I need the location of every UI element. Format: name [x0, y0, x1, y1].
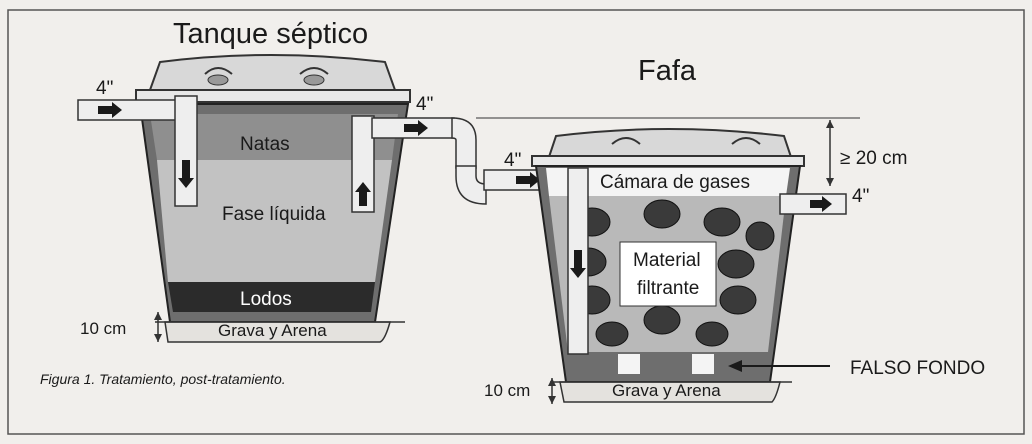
- label-lodos: Lodos: [240, 289, 292, 310]
- label-depth-left: 10 cm: [80, 319, 126, 338]
- label-pipe-transfer: 4": [416, 94, 433, 115]
- septic-tank-lid-hump-left: [204, 67, 233, 75]
- figure-caption: Figura 1. Tratamiento, post-tratamiento.: [40, 371, 286, 387]
- outlet-up-arrow: [355, 182, 371, 206]
- layer-liquid: [157, 160, 392, 282]
- layer-lodos: [168, 282, 375, 312]
- transfer-arrow: [404, 120, 428, 136]
- inlet-arrow: [98, 102, 122, 118]
- label-gravel-left: Grava y Arena: [218, 321, 327, 340]
- fafa-lid-hump-right: [731, 137, 761, 145]
- fafa-rim: [531, 155, 805, 167]
- label-depth-right: 10 cm: [484, 381, 530, 400]
- septic-tank-rim: [135, 89, 411, 103]
- fafa-lid: [546, 128, 794, 161]
- lid-cap-left: [207, 74, 229, 86]
- false-bottom-pointer: [728, 360, 830, 372]
- filter-inlet-arrow: [516, 172, 540, 188]
- label-gravel-right: Grava y Arena: [612, 381, 721, 400]
- septic-tank-lid: [148, 54, 397, 91]
- dimension-min-height: [476, 117, 860, 186]
- downpipe-arrow: [570, 250, 586, 278]
- label-natas: Natas: [240, 134, 290, 155]
- septic-tank: [77, 54, 411, 343]
- filter-label-box: [619, 241, 717, 307]
- septic-tank-title: Tanque séptico: [173, 18, 368, 50]
- label-filter-material-2: filtrante: [637, 278, 699, 299]
- label-pipe-inlet: 4": [96, 78, 113, 99]
- depth-marker-right: [548, 378, 556, 404]
- label-pipe-outlet: 4": [852, 186, 869, 207]
- label-gas-chamber: Cámara de gases: [600, 172, 750, 193]
- label-false-bottom: FALSO FONDO: [850, 358, 985, 379]
- outlet-tee: [351, 115, 375, 213]
- inlet-down-arrow: [178, 160, 194, 188]
- fafa-lid-hump-left: [611, 137, 641, 145]
- lid-cap-right: [303, 74, 325, 86]
- depth-marker-left: [154, 312, 162, 342]
- label-min-height: ≥ 20 cm: [840, 148, 907, 169]
- inlet-pipe: [77, 99, 191, 121]
- figure-border: [7, 9, 1025, 435]
- fafa-filter: [531, 128, 847, 403]
- label-filter-material-1: Material: [633, 250, 701, 271]
- label-fase-liquida: Fase líquida: [222, 204, 326, 225]
- septic-tank-lid-hump-right: [299, 67, 329, 75]
- label-pipe-filter-inlet: 4": [504, 150, 521, 171]
- inlet-tee: [174, 95, 198, 207]
- layer-natas: [150, 114, 398, 160]
- fafa-title: Fafa: [638, 55, 697, 87]
- gas-chamber: [546, 168, 790, 196]
- outlet-arrow: [810, 196, 832, 212]
